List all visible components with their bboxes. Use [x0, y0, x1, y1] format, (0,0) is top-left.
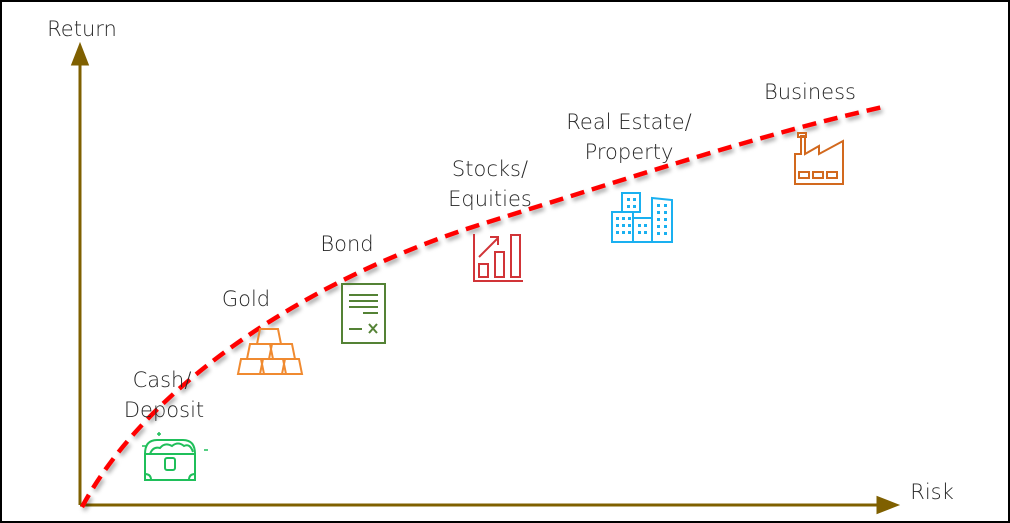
label-bond: Bond — [320, 232, 373, 256]
label-business: Business — [764, 80, 856, 104]
y-axis-arrowhead — [70, 41, 90, 66]
label-stocks-line2: Equities — [448, 187, 532, 211]
factory-icon — [794, 132, 844, 185]
treasure-chest-icon — [142, 432, 208, 481]
risk-return-curve — [80, 103, 888, 509]
gold-bars-icon — [236, 328, 304, 375]
x-axis-arrowhead — [876, 495, 901, 515]
buildings-icon — [611, 192, 673, 243]
label-stocks-line1: Stocks/ — [452, 157, 528, 181]
label-cash-line2: Deposit — [124, 398, 204, 422]
label-realestate-line2: Property — [585, 140, 674, 164]
x-axis-label: Risk — [910, 480, 954, 504]
document-icon — [341, 283, 386, 344]
label-cash-line1: Cash/ — [133, 368, 192, 392]
y-axis-label: Return — [47, 17, 117, 41]
label-realestate-line1: Real Estate/ — [566, 110, 692, 134]
label-gold: Gold — [222, 287, 270, 311]
growth-chart-icon — [473, 234, 523, 282]
